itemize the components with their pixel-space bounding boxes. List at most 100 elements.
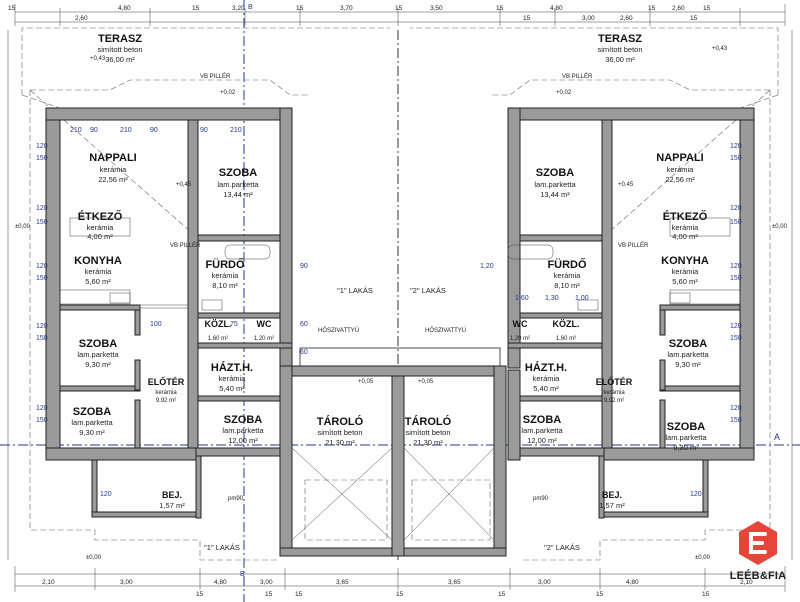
op-l4: 90 (150, 127, 158, 134)
right-room-2-name: KONYHA (661, 255, 709, 267)
dim-bottom-2: 15 (196, 591, 204, 598)
right-room-11-finish: kerámia (533, 374, 561, 383)
left-room-13-name: TÁROLÓ (317, 415, 364, 428)
left-room-6-area: 1,57 m² (159, 501, 185, 510)
axis-a: A (774, 432, 780, 442)
op-r7: 120 (730, 323, 742, 330)
left-unit-labels: TERASZ simított beton 36,00 m² NAPPALI k… (71, 33, 363, 552)
dim-bottom-4: 15 (265, 591, 273, 598)
opening-labels: 210 90 210 90 120 150 120 150 120 150 12… (36, 127, 742, 498)
left-room-0-name: NAPPALI (89, 152, 136, 164)
right-room-8-finish: kerámia (554, 271, 582, 280)
left-room-1-area: 4,00 m² (87, 232, 113, 241)
dim-top-8: 3,50 (430, 5, 443, 12)
dim-top-13: 15 (703, 5, 711, 12)
dim-bottom-3: 4,80 (214, 579, 227, 586)
elev-left-043: +0,43 (90, 56, 106, 62)
right-room-1-name: ÉTKEZŐ (663, 210, 708, 223)
op-r10: 150 (730, 417, 742, 424)
right-room-3-area: 9,30 m² (675, 360, 701, 369)
elev-right-043: +0,43 (712, 46, 728, 52)
dim-bottom-5: 3,00 (260, 579, 273, 586)
right-room-13-name: TÁROLÓ (405, 415, 452, 428)
vb-piller-right-mid: VB PILLÉR (618, 242, 649, 249)
side-dimensions (7, 30, 793, 560)
dim-top-9: 15 (496, 5, 504, 12)
left-room-4-finish: lam.parketta (71, 418, 113, 427)
left-room-11-area: 5,40 m² (219, 384, 245, 393)
right-room-13-finish: simított beton (405, 428, 450, 437)
op-l19: 60 (300, 349, 308, 356)
left-room-2-area: 5,60 m² (85, 277, 111, 286)
dim-top-17: 15 (690, 15, 698, 22)
op-l10: 150 (36, 275, 48, 282)
op-r5: 120 (730, 263, 742, 270)
elev-left-005: +0,05 (358, 379, 374, 385)
dim-bottom-6: 15 (295, 591, 303, 598)
company-logo: LEÉB&FIA (720, 520, 796, 598)
right-room-1-area: 4,00 m² (672, 232, 698, 241)
op-l12: 150 (36, 335, 48, 342)
left-room-7-name: SZOBA (219, 167, 258, 179)
dim-top-15: 15 (523, 15, 531, 22)
op-l1: 210 (70, 127, 82, 134)
left-room-12-finish: lam.parketta (222, 426, 264, 435)
op-l5: 120 (36, 143, 48, 150)
left-room-11-finish: kerámia (219, 374, 247, 383)
dim-top-0: 15 (8, 5, 16, 12)
left-room-9-area: 1,60 m² (208, 336, 228, 342)
dim-bottom-9: 3,65 (448, 579, 461, 586)
dim-top-2: 4,80 (118, 5, 131, 12)
annotations: VB PILLÉR VB PILLÉR VB PILLÉR VB PILLÉR … (15, 46, 788, 561)
dim-top-6: 3,70 (340, 5, 353, 12)
op-l3: 210 (120, 127, 132, 134)
op-r12: 1,30 (545, 295, 559, 302)
op-l20: 75 (230, 321, 238, 328)
left-room-8-area: 8,10 m² (212, 281, 238, 290)
left-room-3-finish: lam.parketta (77, 350, 119, 359)
dim-top-12: 2,60 (672, 5, 685, 12)
elev-bottom-left: ±0,00 (86, 555, 102, 561)
top-dimension-chain: 15 2,60 4,80 15 3,20 15 3,70 15 3,50 15 … (8, 4, 786, 26)
op-l18: 60 (300, 321, 308, 328)
right-room-2-finish: kerámia (672, 267, 700, 276)
dim-bottom-7: 3,65 (336, 579, 349, 586)
op-r15: 120 (690, 491, 702, 498)
right-unit-labels: TERASZ simított beton 36,00 m² NAPPALI k… (405, 33, 710, 552)
dim-bottom-0: 2,10 (42, 579, 55, 586)
left-room-3-name: SZOBA (79, 338, 118, 350)
left-terrace-name: TERASZ (98, 33, 142, 45)
dim-bottom-12: 15 (596, 591, 604, 598)
right-room-3-name: SZOBA (669, 338, 708, 350)
left-room-12-name: SZOBA (224, 414, 263, 426)
right-room-8-name: FÜRDŐ (547, 258, 587, 271)
left-room-7-area: 13,44 m² (223, 190, 253, 199)
left-room-6-name: BEJ. (162, 490, 182, 500)
op-r6: 150 (730, 275, 742, 282)
op-l6: 150 (36, 155, 48, 162)
left-room-5-finish: kerámia (155, 390, 177, 396)
op-l22: 120 (100, 491, 112, 498)
axis-b-bottom: B (240, 571, 245, 578)
right-room-7-area: 13,44 m² (540, 190, 570, 199)
left-room-1-name: ÉTKEZŐ (78, 210, 123, 223)
dim-top-16: 2,60 (620, 15, 633, 22)
left-room-10-name: WC (257, 319, 272, 329)
dim-bottom-11: 3,00 (538, 579, 551, 586)
op-l14: 150 (36, 417, 48, 424)
left-room-4-name: SZOBA (73, 406, 112, 418)
left-room-12-area: 12,00 m² (228, 436, 258, 445)
left-room-0-area: 22,56 m² (98, 175, 128, 184)
right-room-0-name: NAPPALI (656, 152, 703, 164)
left-room-0-finish: kerámia (100, 165, 128, 174)
op-l9: 120 (36, 263, 48, 270)
dim-top-10: 4,80 (550, 5, 563, 12)
left-unit-label: "1" LAKÁS (204, 543, 240, 552)
right-room-7-name: SZOBA (536, 167, 575, 179)
left-room-3-area: 9,30 m² (85, 360, 111, 369)
dim-top-3: 15 (192, 5, 200, 12)
dim-bottom-10: 15 (498, 591, 506, 598)
dim-top-7: 15 (395, 5, 403, 12)
left-room-13-area: 21,30 m² (325, 438, 355, 447)
